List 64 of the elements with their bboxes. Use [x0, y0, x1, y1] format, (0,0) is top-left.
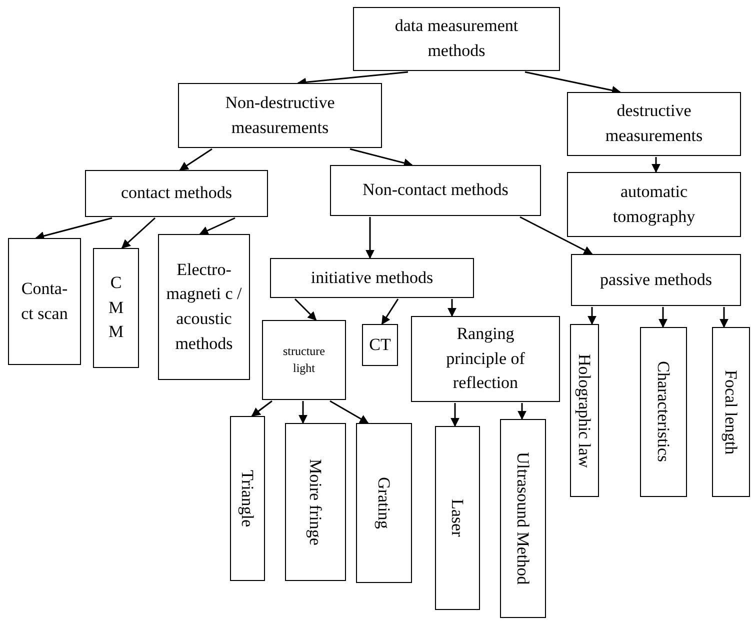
process-box	[411, 316, 560, 402]
box-label: Characteristics	[653, 361, 674, 462]
box-label: data measurement methods	[394, 15, 520, 62]
box-label: Ranging principle of reflection	[445, 323, 526, 394]
process-box	[270, 258, 474, 298]
process-box	[567, 172, 741, 237]
arrow	[520, 216, 593, 255]
box-label: initiative methods	[310, 266, 434, 289]
arrow	[658, 307, 668, 328]
box-label: CT	[368, 334, 392, 356]
arrow	[179, 148, 212, 171]
process-box	[362, 324, 398, 366]
process-box	[435, 426, 480, 610]
process-box	[571, 254, 741, 306]
box-label: Grating	[374, 477, 395, 529]
process-box	[262, 320, 346, 400]
arrow	[524, 71, 621, 95]
box-label: contact methods	[120, 182, 233, 204]
arrow	[298, 401, 308, 424]
arrow	[381, 298, 399, 325]
arrow	[350, 148, 413, 168]
process-box	[330, 165, 541, 216]
process-box	[8, 238, 81, 365]
process-box	[285, 423, 346, 581]
process-box	[353, 7, 560, 71]
process-box	[712, 327, 750, 497]
box-label: Laser	[447, 499, 468, 537]
arrow	[251, 400, 272, 417]
process-box	[640, 327, 687, 497]
box-label: Holographic law	[574, 354, 596, 468]
box-label: Ultrasound Method	[512, 452, 534, 585]
arrow	[294, 298, 317, 321]
box-label: C M M	[107, 272, 125, 344]
process-box	[570, 324, 599, 497]
box-label: destructive measurements	[604, 100, 704, 147]
box-label: Moire fringe	[305, 458, 326, 546]
arrow	[588, 307, 596, 325]
arrow	[518, 403, 526, 420]
process-box	[356, 423, 412, 583]
process-box	[158, 234, 250, 380]
arrow	[330, 400, 369, 424]
box-label: automatic tomography	[612, 180, 696, 228]
arrow	[366, 217, 374, 259]
process-box	[567, 92, 741, 156]
box-label: Focal length	[720, 370, 742, 454]
box-label: Non-contact methods	[362, 179, 510, 202]
process-box	[230, 416, 265, 581]
process-box	[85, 170, 268, 217]
box-label: passive methods	[599, 268, 713, 291]
arrow	[199, 217, 236, 235]
process-box	[178, 83, 382, 148]
process-box	[500, 419, 546, 618]
arrow	[450, 403, 460, 427]
arrow	[35, 217, 112, 240]
box-label: structure light	[282, 342, 326, 377]
arrow	[652, 157, 660, 173]
box-label: Non-destructive measurements	[224, 92, 336, 138]
box-label: Electro- magneti c / acoustic methods	[165, 258, 243, 355]
box-label: Conta- ct scan	[20, 278, 69, 324]
arrow	[448, 299, 456, 317]
box-label: Triangle	[237, 470, 258, 527]
arrow	[720, 307, 728, 328]
arrow	[121, 217, 156, 249]
process-box	[93, 248, 139, 368]
